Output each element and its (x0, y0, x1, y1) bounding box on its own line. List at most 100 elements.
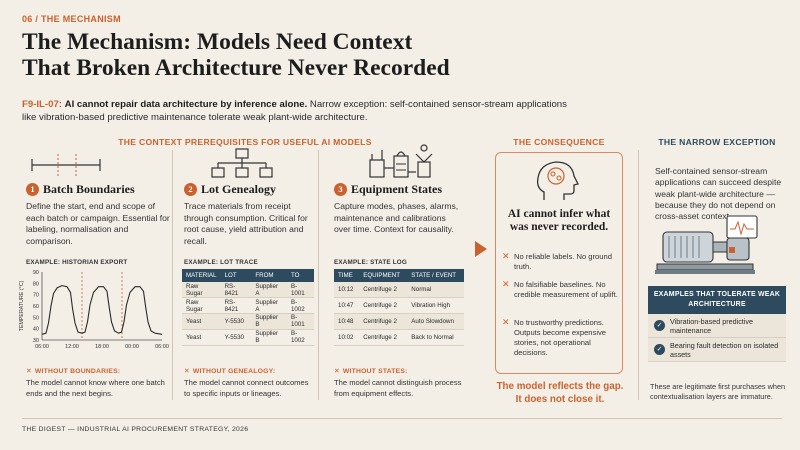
table-header-cell: TO (286, 269, 314, 282)
table-cell: 10:48 (334, 313, 360, 330)
column-1-desc: Define the start, end and scope of each … (26, 201, 170, 246)
finding-code: F9-IL-07: (22, 99, 62, 110)
batch-timeline-icon (30, 152, 102, 178)
column-1-without-label: ✕WITHOUT BOUNDARIES: (26, 368, 121, 375)
exception-example-item: ✓Vibration-based predictive maintenance (648, 314, 786, 338)
page-title-line-1: The Mechanism: Models Need Context (22, 29, 413, 55)
table-cell: Supplier B (251, 329, 287, 346)
table-cell: Raw Sugar (182, 282, 221, 299)
genealogy-tree-icon (210, 148, 274, 180)
table-cell: Supplier A (251, 282, 287, 299)
table-header-cell: STATE / EVENT (407, 269, 464, 282)
column-divider (638, 150, 639, 400)
table-cell: Vibration High (407, 297, 464, 315)
page-title: The Mechanism: Models Need Context That … (22, 29, 542, 81)
column-2-without-label: ✕WITHOUT GENEALOGY: (184, 368, 276, 375)
column-1-without-desc: The model cannot know where one batch en… (26, 378, 165, 398)
table-cell: Centrifuge 2 (359, 282, 408, 299)
x-tick-label: 06:00 (155, 344, 169, 350)
exception-note: These are legitimate first purchases whe… (650, 382, 786, 401)
table-cell: B-1001 (286, 282, 314, 299)
table-cell: B-1002 (286, 329, 314, 346)
footer-credit: THE DIGEST — INDUSTRIAL AI PROCUREMENT S… (22, 426, 249, 433)
table-cell: RS-8421 (220, 282, 252, 299)
step-number: 1 (26, 183, 39, 196)
column-3-example-label: EXAMPLE: STATE LOG (334, 259, 407, 266)
y-tick-label: 80 (33, 281, 39, 287)
table-cell: RS-8421 (220, 297, 252, 315)
lead-claim: AI cannot repair data architecture by in… (64, 99, 308, 110)
table-header-cell: LOT (220, 269, 252, 282)
check-icon: ✓ (654, 344, 665, 355)
table-cell: Y-5530 (220, 329, 252, 346)
table-header-cell: FROM (251, 269, 287, 282)
table-cell: B-1002 (286, 297, 314, 315)
column-1-example-label: EXAMPLE: HISTORIAN EXPORT (26, 259, 128, 266)
y-tick-label: 60 (33, 304, 39, 310)
temperature-series-line (41, 285, 163, 335)
x-tick-label: 12:00 (65, 344, 79, 350)
step-number: 2 (184, 183, 197, 196)
y-tick-label: 40 (33, 327, 39, 333)
plant-equipment-icon (366, 142, 436, 180)
footer-rule (22, 418, 782, 419)
column-2-without-desc: The model cannot connect outcomes to spe… (184, 378, 309, 398)
x-tick-label: 00:00 (125, 344, 139, 350)
arrow-right-icon (474, 240, 488, 263)
table-cell: Centrifuge 2 (359, 297, 408, 315)
step-number: 3 (334, 183, 347, 196)
head-brain-icon (530, 158, 586, 207)
y-tick-label: 50 (33, 315, 39, 321)
table-cell: Normal (407, 282, 464, 299)
exception-description: Self-contained sensor-stream application… (655, 166, 782, 222)
table-cell: B-1001 (286, 313, 314, 330)
table-cell: 10:47 (334, 297, 360, 315)
lead-rest: Narrow exception: self-contained sensor-… (22, 99, 567, 123)
column-divider (318, 150, 319, 400)
table-cell: Supplier A (251, 297, 287, 315)
table-cell: Supplier B (251, 313, 287, 330)
table-cell: Yeast (182, 313, 221, 330)
table-cell: Yeast (182, 329, 221, 346)
motor-vibration-icon (655, 214, 773, 283)
column-2-desc: Trace materials from receipt through con… (184, 201, 308, 246)
exception-examples-header: EXAMPLES THAT TOLERATE WEAK ARCHITECTURE (648, 286, 786, 314)
column-3-without-label: ✕WITHOUT STATES: (334, 368, 408, 375)
consequence-item: ✕No falsifiable baselines. No credible m… (502, 279, 618, 299)
y-tick-label: 90 (33, 270, 39, 276)
table-header-cell: MATERIAL (182, 269, 221, 282)
x-tick-label: 18:00 (95, 344, 109, 350)
table-cell: Back to Normal (407, 329, 464, 346)
table-cell: Centrifuge 2 (359, 313, 408, 330)
consequence-headline: AI cannot infer what was never recorded. (507, 208, 611, 233)
consequence-section-title: THE CONSEQUENCE (513, 137, 605, 147)
consequence-item: ✕No reliable labels. No ground truth. (502, 251, 612, 271)
table-cell: Y-5530 (220, 313, 252, 330)
check-icon: ✓ (654, 320, 665, 331)
table-cell: 10:12 (334, 282, 360, 299)
lead-paragraph: F9-IL-07: AI cannot repair data architec… (22, 98, 582, 124)
y-axis-label: TEMPERATURE (°C) (19, 280, 25, 331)
x-tick-label: 06:00 (35, 344, 49, 350)
exception-example-item: ✓Bearing fault detection on isolated ass… (648, 338, 786, 362)
prereq-section-title: THE CONTEXT PREREQUISITES FOR USEFUL AI … (118, 137, 372, 147)
consequence-item: ✕No trustworthy predictions. Outputs bec… (502, 317, 607, 357)
y-tick-label: 30 (33, 338, 39, 344)
column-3-without-desc: The model cannot distinguish process fro… (334, 378, 462, 398)
table-cell: Raw Sugar (182, 297, 221, 315)
